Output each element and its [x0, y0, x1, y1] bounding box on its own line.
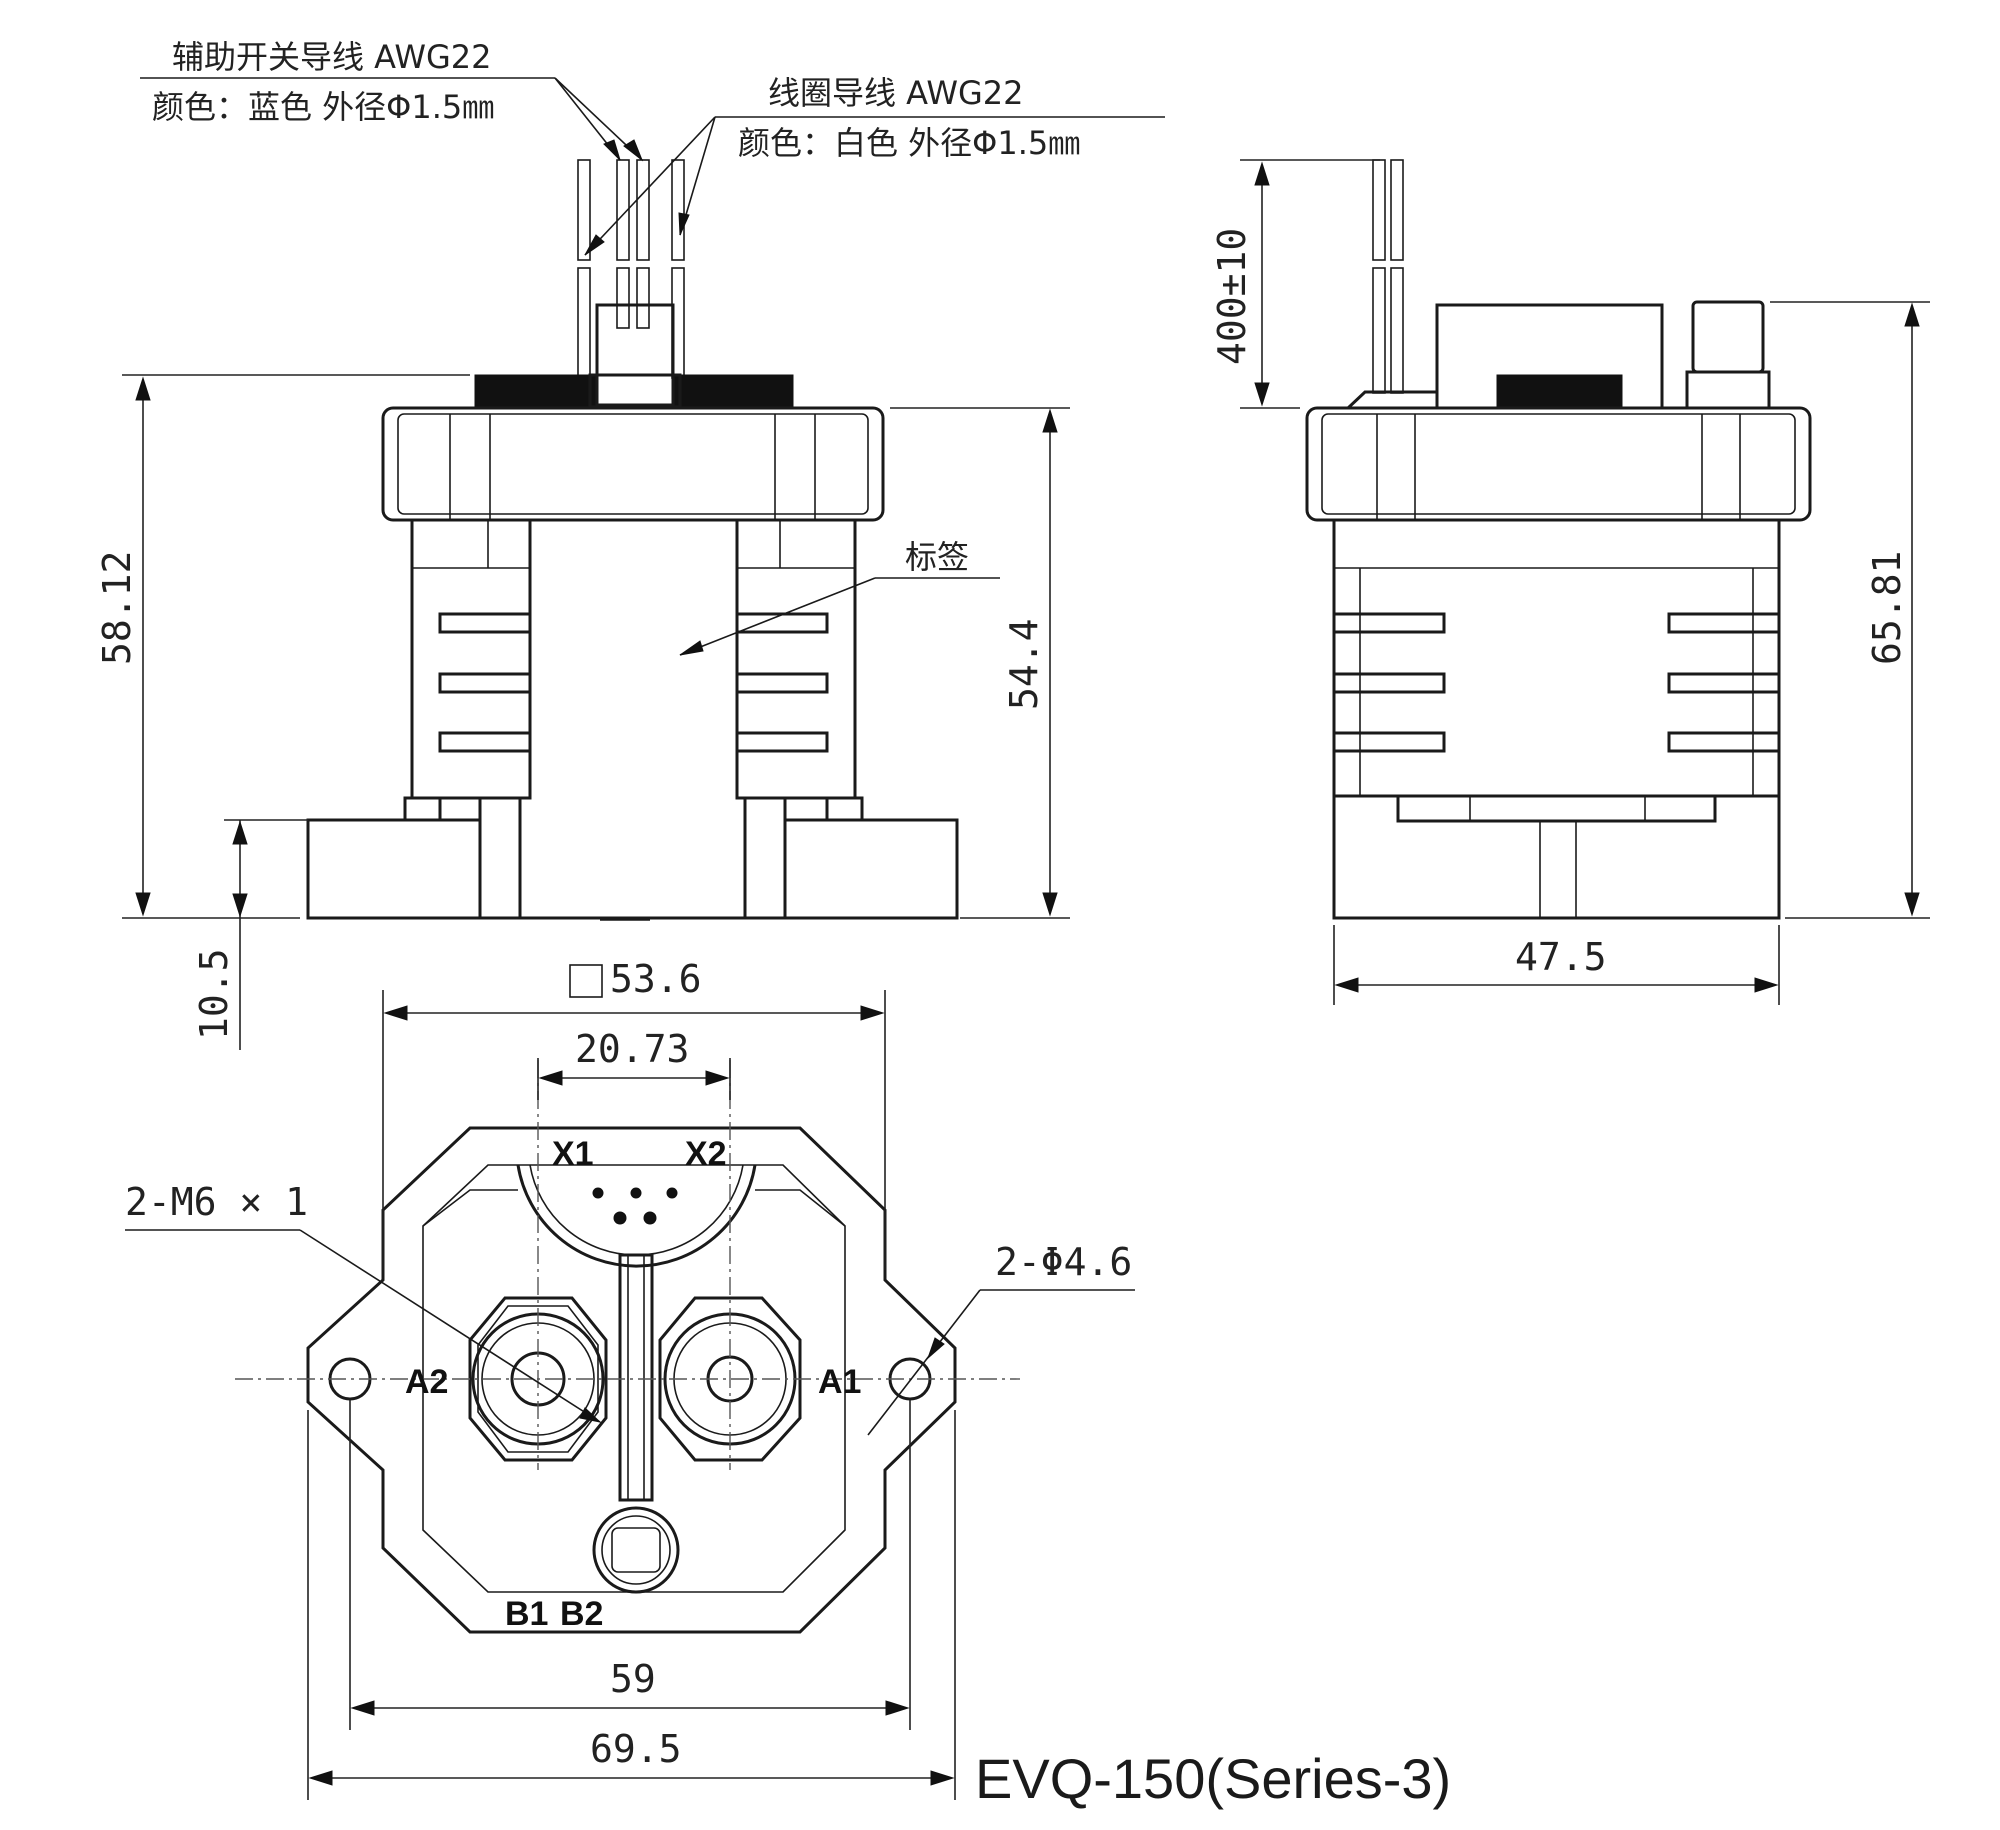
aux-pin-dot	[666, 1187, 678, 1199]
aux-wire-title: 辅助开关导线 AWG22	[172, 38, 491, 76]
foot-right	[783, 818, 959, 920]
side-coil-stem	[1691, 300, 1765, 374]
aux-pin-dot	[630, 1187, 642, 1199]
foot-left	[306, 818, 482, 920]
dim-square-size: 53.6	[610, 957, 702, 1001]
side-body	[1332, 518, 1781, 798]
terminal-a2-label: A2	[405, 1363, 448, 1401]
front-view: 标签 58.12 54.4 10.5 辅助开关导线 AWG22 颜色：蓝色 外径…	[95, 38, 1165, 1050]
aux-pin-dot	[613, 1211, 627, 1225]
aux-wire-callout: 辅助开关导线 AWG22 颜色：蓝色 外径Φ1.5㎜	[140, 38, 644, 162]
front-wires	[577, 159, 685, 379]
dim-body-height: 54.4	[1002, 618, 1046, 710]
aux-pin-dot	[592, 1187, 604, 1199]
side-top-cap	[1305, 406, 1812, 522]
leg-left	[410, 518, 532, 800]
square-symbol	[569, 964, 603, 998]
label-leader	[679, 577, 876, 656]
terminal-x1-label: X1	[552, 1135, 594, 1173]
coil-stem	[595, 303, 675, 407]
dim-overall-width: 69.5	[590, 1727, 682, 1771]
bottom-view: X1 X2 A2 A1 B1 B2 2-M6 × 1 2-Φ4.6 53.6 2…	[125, 957, 1135, 1800]
terminal-b1-label: B1	[505, 1595, 548, 1633]
terminal-b2-label: B2	[560, 1595, 603, 1633]
thread-callout: 2-M6 × 1	[125, 1180, 308, 1224]
aux-pin-dot	[643, 1211, 657, 1225]
coil-wire-spec: 颜色：白色 外径Φ1.5㎜	[738, 124, 1080, 162]
hole-callout: 2-Φ4.6	[995, 1240, 1132, 1284]
dim-hole-pitch: 59	[610, 1657, 656, 1701]
side-view: 400±10 65.81 47.5	[1210, 159, 1930, 1005]
coil-wire-title: 线圈导线 AWG22	[768, 74, 1023, 112]
terminal-x2-label: X2	[685, 1135, 727, 1173]
aux-wire-spec: 颜色：蓝色 外径Φ1.5㎜	[152, 88, 494, 126]
seal-block-right	[674, 374, 794, 408]
seal-block-left	[474, 374, 596, 408]
coil-wire-callout: 线圈导线 AWG22 颜色：白色 外径Φ1.5㎜	[584, 74, 1165, 256]
coil-connector	[592, 1506, 680, 1594]
model-name: EVQ-150(Series-3)	[975, 1747, 1451, 1810]
dim-wire-length: 400±10	[1210, 228, 1254, 365]
top-cap	[381, 406, 885, 522]
leg-right	[735, 518, 857, 800]
dim-terminal-pitch: 20.73	[575, 1027, 689, 1071]
dim-foot-height: 10.5	[192, 948, 236, 1040]
dim-total-height: 58.12	[95, 551, 139, 665]
terminal-a1-label: A1	[818, 1363, 861, 1401]
dim-side-height: 65.81	[1865, 551, 1909, 665]
dim-side-width: 47.5	[1515, 935, 1607, 979]
label-tag-text: 标签	[905, 538, 969, 576]
